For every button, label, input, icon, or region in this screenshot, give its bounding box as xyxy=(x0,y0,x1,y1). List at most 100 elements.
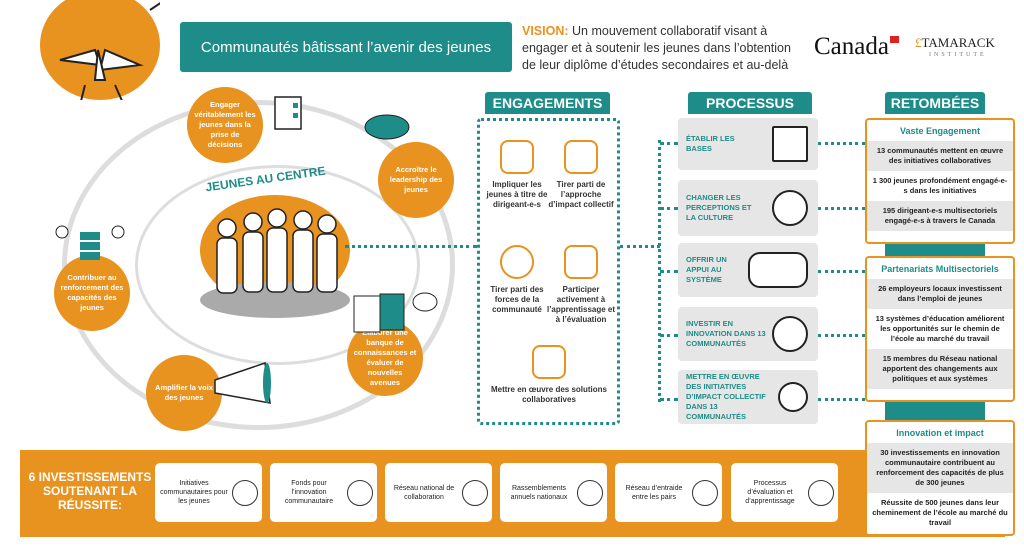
tamarack-wordmark: TAMARACK xyxy=(921,35,995,50)
investment-label: Processus d’évaluation et d’apprentissag… xyxy=(745,480,795,505)
tamarack-subtitle: INSTITUTE xyxy=(929,52,987,58)
outcome-item: 13 systèmes d’éducation améliorent les o… xyxy=(875,314,1005,343)
outcome-item: 15 membres du Réseau national apportent … xyxy=(867,349,1013,389)
engagement-item: Tirer parti des forces de la communauté xyxy=(482,245,552,315)
dollar-icon xyxy=(347,479,373,506)
megaphone-icon xyxy=(214,361,271,404)
door-icon xyxy=(353,292,438,333)
raised-hands-icon xyxy=(532,345,566,379)
investment-label: Réseau national de collaboration xyxy=(393,484,455,501)
process-label: INVESTIR EN INNOVATION DANS 13 COMMUNAUT… xyxy=(686,319,766,348)
outcome-group-partenariats: Partenariats Multisectoriels 26 employeu… xyxy=(865,256,1015,402)
reading-icon xyxy=(808,479,834,506)
outcome-group-title: Partenariats Multisectoriels xyxy=(881,264,999,274)
investment-card: Processus d’évaluation et d’apprentissag… xyxy=(731,463,838,522)
flag-icon xyxy=(889,36,899,43)
checklist-icon xyxy=(274,96,302,130)
title-banner: Communautés bâtissant l’avenir des jeune… xyxy=(180,22,512,72)
connector-line xyxy=(818,334,865,337)
group-connector xyxy=(885,240,985,260)
investment-card: Réseau d’entraide entre les pairs xyxy=(615,463,722,522)
outcome-group-title: Innovation et impact xyxy=(896,428,984,438)
hands-illustration xyxy=(40,0,160,100)
engagement-label: Tirer parti de l’approche d’impact colle… xyxy=(548,180,614,209)
investment-card: Réseau national de collaboration xyxy=(385,463,492,522)
process-step: CHANGER LES PERCEPTIONS ET LA CULTURE xyxy=(678,180,818,236)
inner-ring xyxy=(135,165,420,365)
speech-bubble-icon xyxy=(500,140,534,174)
investment-label: Rassemblements annuels nationaux xyxy=(510,484,568,501)
processus-header: PROCESSUS xyxy=(688,92,812,114)
cycle-step-capacites: Contribuer au renforcement des capacités… xyxy=(54,255,130,331)
group-connector xyxy=(885,400,985,422)
outcome-item: 26 employeurs locaux investissent dans l… xyxy=(867,279,1013,309)
vision-label: VISION: xyxy=(522,24,569,38)
gathering-icon xyxy=(577,479,603,506)
peer-support-icon xyxy=(692,479,718,506)
engagement-label: Impliquer les jeunes à titre de dirigean… xyxy=(486,180,548,209)
engagement-item: Impliquer les jeunes à titre de dirigean… xyxy=(482,140,552,210)
youth-figures-icon xyxy=(216,208,338,294)
handshake-icon xyxy=(462,479,488,506)
engagement-label: Tirer parti des forces de la communauté xyxy=(490,285,544,314)
page-title: Communautés bâtissant l’avenir des jeune… xyxy=(200,38,492,56)
outcome-item: 30 investissements en innovation communa… xyxy=(867,443,1013,493)
reading-icon xyxy=(564,245,598,279)
process-step: INVESTIR EN INNOVATION DANS 13 COMMUNAUT… xyxy=(678,307,818,361)
connector-line xyxy=(818,270,865,273)
community-icon xyxy=(500,245,534,279)
gears-icon xyxy=(778,382,808,412)
engagements-box xyxy=(477,118,620,425)
process-label: OFFRIR UN APPUI AU SYSTÈME xyxy=(686,255,727,284)
process-label: METTRE EN ŒUVRE DES INITIATIVES D’IMPACT… xyxy=(686,372,766,421)
canada-wordmark: Canada xyxy=(814,33,889,60)
connector-line xyxy=(818,207,865,210)
investments-title: 6 INVESTISSEMENTS SOUTENANT LA RÉUSSITE: xyxy=(28,470,152,512)
building-blocks-icon xyxy=(55,225,125,260)
processus-connector xyxy=(658,140,661,402)
cycle-step-connaissances: Élaborer une banque de connaissances et … xyxy=(347,320,423,396)
outcome-item: 195 dirigeant-e-s multisectoriels engagé… xyxy=(867,201,1013,231)
investment-card: Initiatives communautaires pour les jeun… xyxy=(155,463,262,522)
engagement-item: Tirer parti de l’approche d’impact colle… xyxy=(546,140,616,210)
engagement-label: Mettre en œuvre des solutions collaborat… xyxy=(490,385,608,404)
engagements-header: ENGAGEMENTS xyxy=(485,92,610,114)
outcome-item: 13 communautés mettent en œuvre des init… xyxy=(867,141,1013,171)
engagement-item: Participer activement à l’apprentissage … xyxy=(546,245,616,325)
connector-line xyxy=(660,270,678,273)
investment-label: Réseau d’entraide entre les pairs xyxy=(625,484,683,501)
connector-line xyxy=(660,207,678,210)
process-step: METTRE EN ŒUVRE DES INITIATIVES D’IMPACT… xyxy=(678,370,818,424)
hands-icon xyxy=(59,2,160,100)
connector-line xyxy=(660,334,678,337)
vision-statement: VISION: Un mouvement collaboratif visant… xyxy=(522,23,802,74)
connector-line xyxy=(660,398,678,401)
investment-label: Fonds pour l’innovation communautaire xyxy=(284,480,334,505)
cycle-step-amplifier: Amplifier la voix des jeunes xyxy=(146,355,222,431)
cycle-step-engager: Engager véritablement les jeunes dans la… xyxy=(187,87,263,163)
connector-line xyxy=(818,398,865,401)
connector-line xyxy=(345,245,477,248)
cycle-step-leadership: Accroître le leadership des jeunes xyxy=(378,142,454,218)
org-chart-icon xyxy=(564,140,598,174)
investment-label: Initiatives communautaires pour les jeun… xyxy=(160,480,228,505)
investment-card: Fonds pour l’innovation communautaire xyxy=(270,463,377,522)
target-icon xyxy=(232,479,258,506)
connector-line xyxy=(818,142,865,145)
engagement-label: Participer activement à l’apprentissage … xyxy=(546,285,616,324)
connector-line xyxy=(660,142,678,145)
outcome-item: 1 300 jeunes profondément engagé-e-s dan… xyxy=(872,176,1008,195)
outcome-group-title: Vaste Engagement xyxy=(899,126,981,136)
outcome-group-engagement: Vaste Engagement 13 communautés mettent … xyxy=(865,118,1015,244)
investment-card: Rassemblements annuels nationaux xyxy=(500,463,607,522)
process-label: ÉTABLIR LES BASES xyxy=(686,134,735,153)
process-step: ÉTABLIR LES BASES xyxy=(678,118,818,170)
engagement-item: Mettre en œuvre des solutions collaborat… xyxy=(490,345,608,405)
process-label: CHANGER LES PERCEPTIONS ET LA CULTURE xyxy=(686,193,752,222)
lightbulb-gear-icon xyxy=(772,316,808,352)
process-step: OFFRIR UN APPUI AU SYSTÈME xyxy=(678,243,818,297)
outcome-item: Réussite de 500 jeunes dans leur chemine… xyxy=(872,498,1008,527)
vision-text: Un mouvement collaboratif visant à engag… xyxy=(522,24,791,72)
connector-line xyxy=(620,245,660,248)
